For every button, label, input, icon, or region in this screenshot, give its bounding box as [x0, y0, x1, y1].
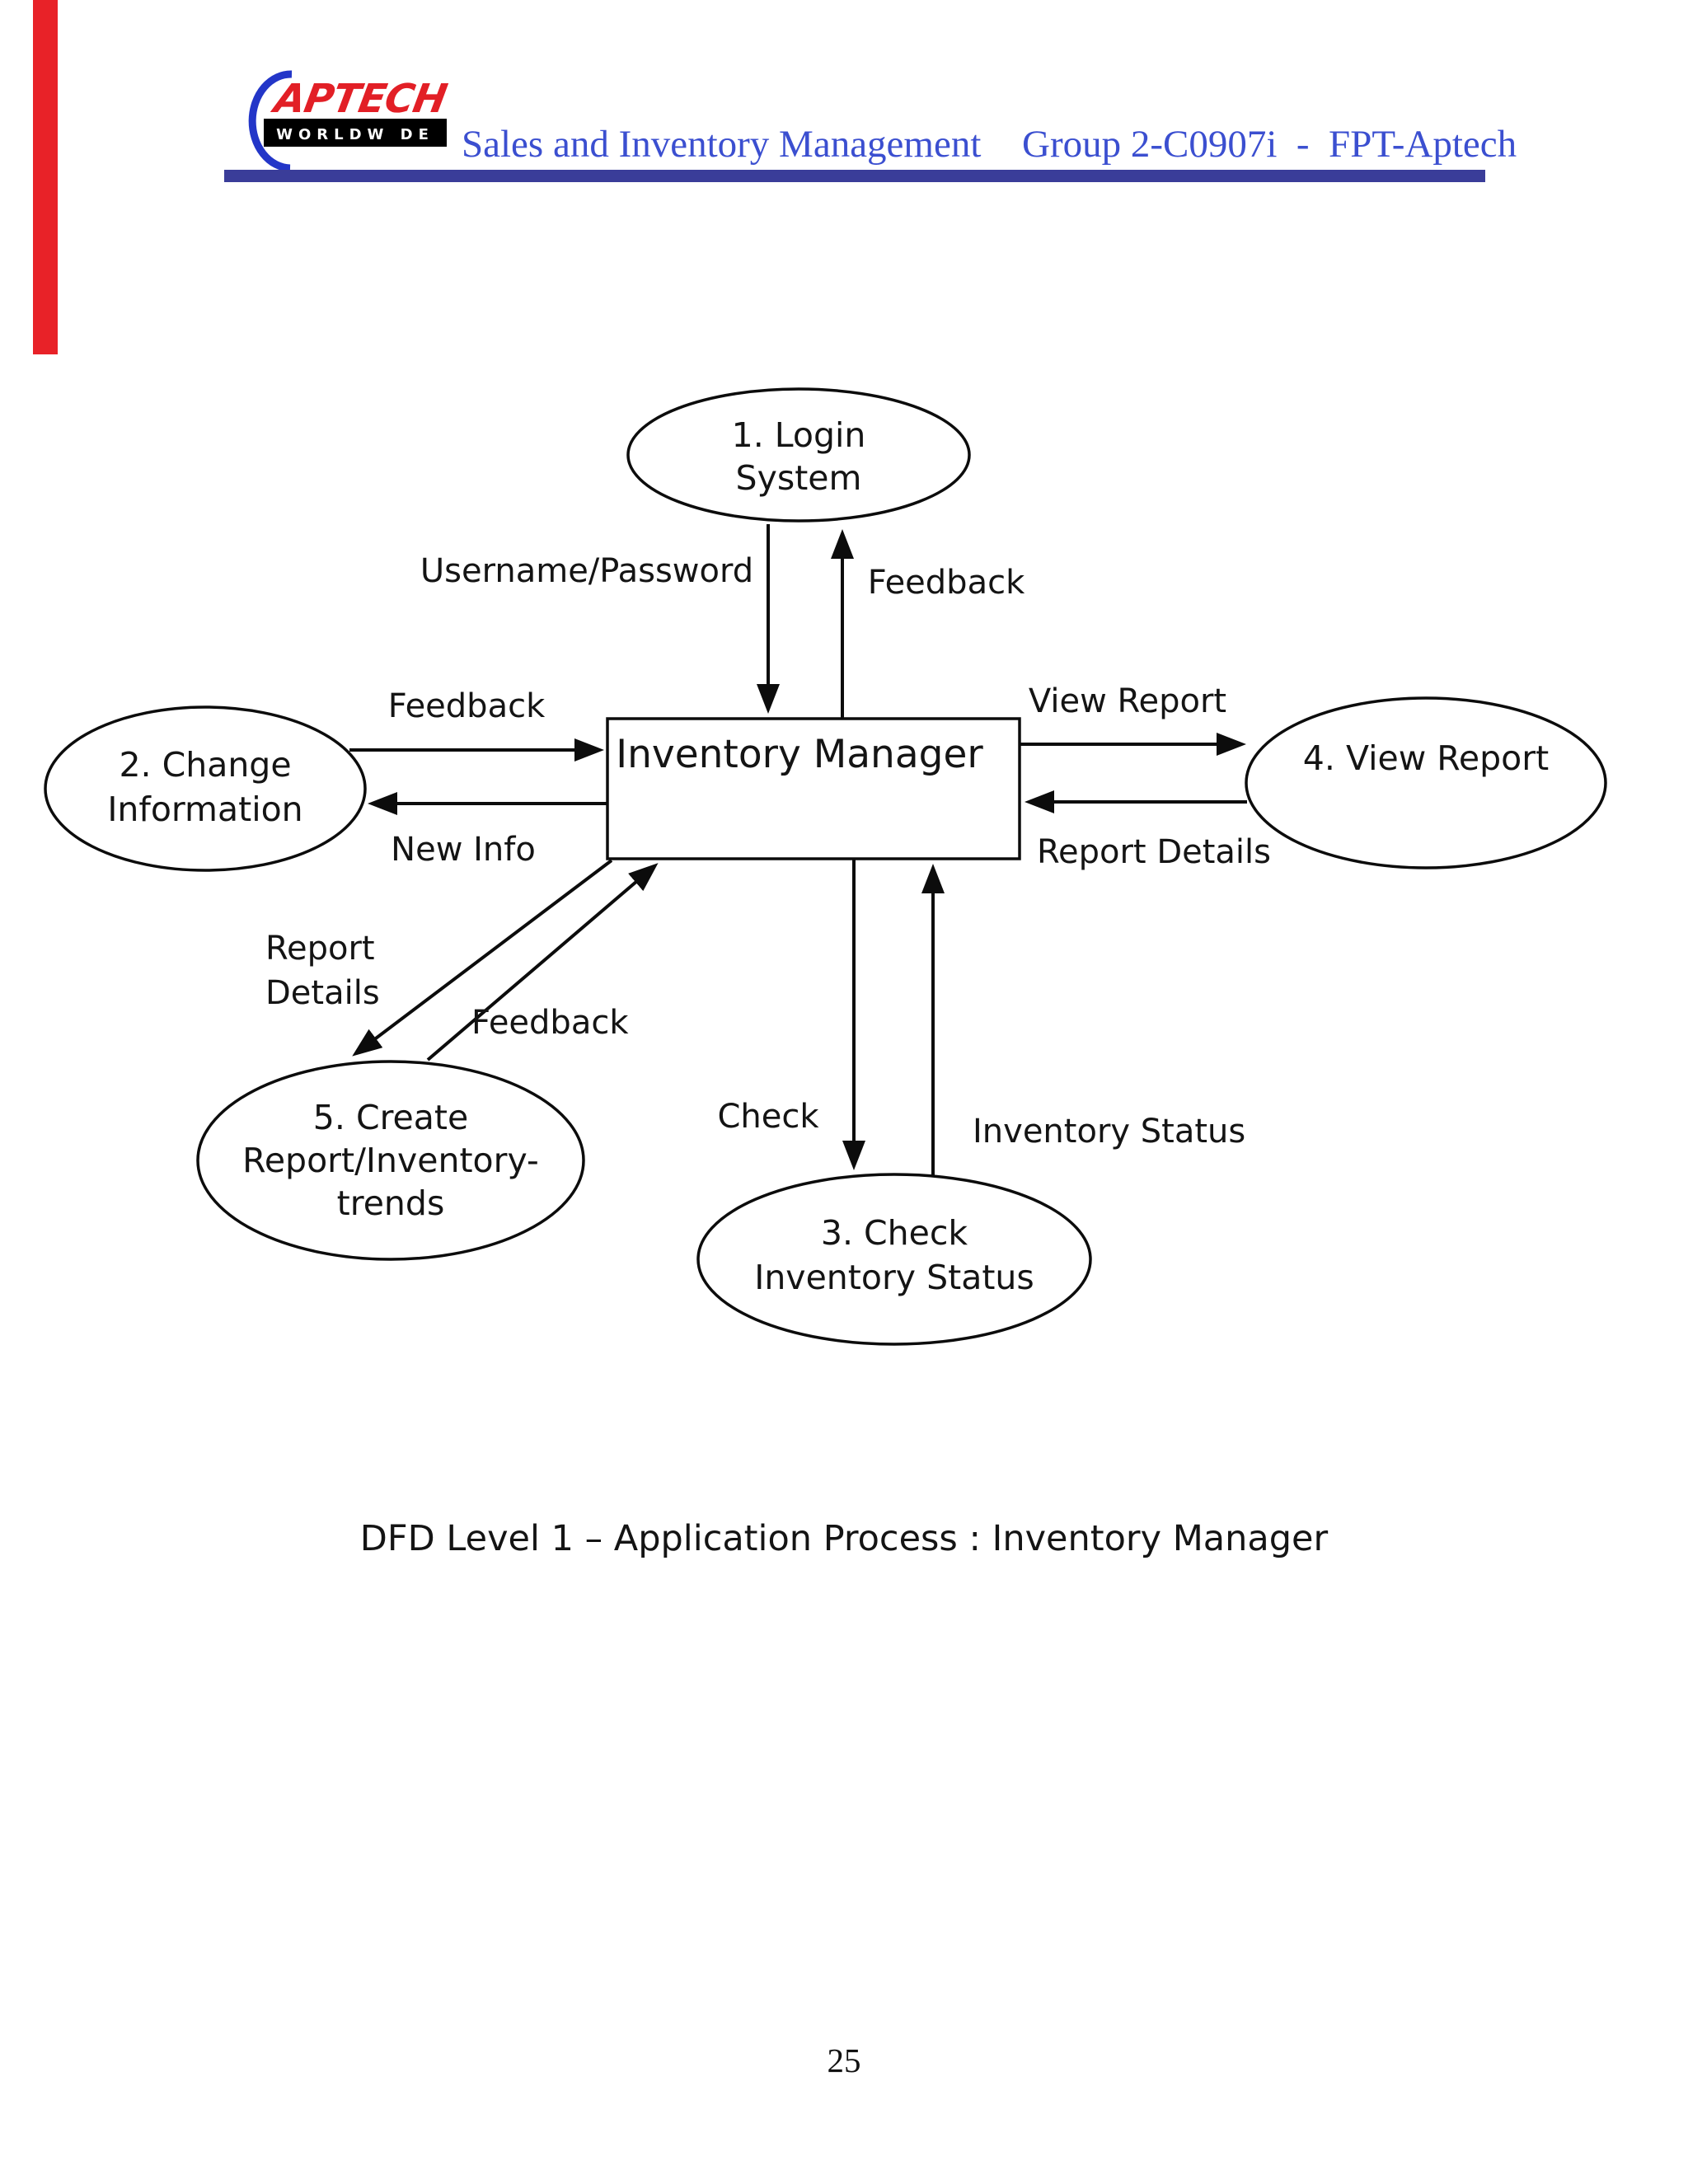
change-info-label-line2: Information — [107, 790, 302, 829]
login-label-line2: System — [736, 458, 862, 498]
check-inventory-label-line1: 3. Check — [821, 1213, 968, 1253]
process-ellipse-login — [626, 387, 971, 523]
document-group-label: Group 2-C0907i - FPT-Aptech — [1022, 123, 1517, 166]
create-report-label-line3: trends — [337, 1183, 445, 1223]
logo-subtext: WORLDW DE — [276, 126, 434, 143]
flow-label-report-details-diag-line2: Details — [265, 974, 380, 1012]
inventory-manager-label: Inventory Manager — [616, 732, 983, 777]
process-box-inventory-manager — [606, 717, 1021, 860]
process-ellipse-change-information — [44, 705, 367, 872]
flow-label-inventory-status: Inventory Status — [973, 1113, 1245, 1151]
create-report-label-line1: 5. Create — [313, 1098, 468, 1137]
aptech-logo: APTECH WORLDW DE — [248, 70, 451, 172]
create-report-label-line2: Report/Inventory- — [242, 1141, 539, 1180]
page-number: 25 — [827, 2041, 861, 2079]
logo-brand-text: APTECH — [268, 76, 451, 122]
arrow-report-details-to-create — [352, 859, 613, 1057]
left-red-bar — [33, 0, 58, 354]
change-info-label-line1: 2. Change — [119, 745, 291, 785]
flow-label-feedback-change: Feedback — [388, 687, 546, 725]
flow-label-report-details-diag-line1: Report — [265, 930, 375, 968]
process-ellipse-create-report — [196, 1060, 585, 1261]
document-title: Sales and Inventory Management — [462, 123, 982, 166]
flow-label-feedback-create: Feedback — [471, 1004, 629, 1042]
view-report-ellipse-label: 4. View Report — [1303, 738, 1549, 778]
logo-arc-icon — [248, 70, 293, 172]
process-ellipse-check-inventory — [696, 1173, 1092, 1346]
flow-label-view-report: View Report — [1029, 682, 1226, 720]
flow-label-feedback-login: Feedback — [868, 564, 1025, 602]
arrow-feedback-from-create — [426, 863, 659, 1062]
flow-label-username-password: Username/Password — [420, 552, 753, 590]
login-label-line1: 1. Login — [732, 415, 866, 455]
flow-label-new-info: New Info — [391, 831, 536, 869]
flow-label-report-details-right: Report Details — [1037, 833, 1271, 871]
flow-label-check: Check — [717, 1098, 819, 1136]
figure-caption: DFD Level 1 – Application Process : Inve… — [359, 1518, 1329, 1559]
logo-black-bar — [264, 119, 447, 147]
check-inventory-label-line2: Inventory Status — [754, 1258, 1034, 1297]
header-divider — [224, 170, 1485, 182]
process-ellipse-view-report — [1245, 696, 1607, 869]
